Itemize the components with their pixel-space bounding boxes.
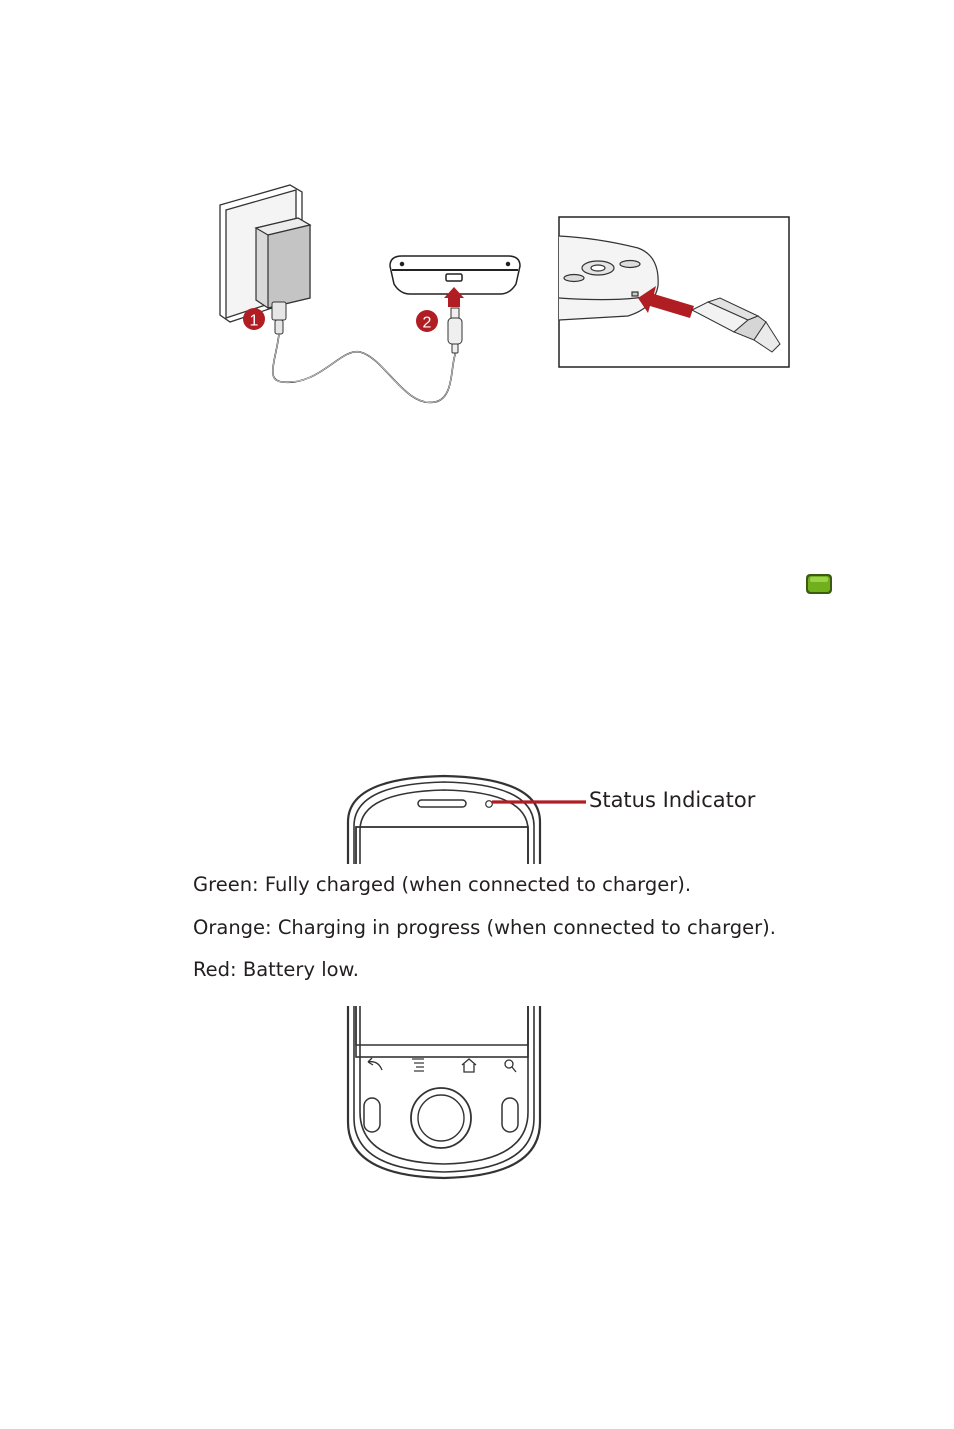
status-indicator-label: Status Indicator <box>589 788 756 812</box>
back-key-icon <box>367 1057 383 1071</box>
battery-full-icon <box>806 574 832 594</box>
legend-red: Red: Battery low. <box>193 958 359 981</box>
search-key-icon <box>504 1059 517 1073</box>
insert-arrow <box>444 287 464 307</box>
svg-text:1: 1 <box>250 313 259 330</box>
insert-direction-arrow <box>638 286 694 318</box>
step-badge-2: 2 <box>416 310 438 332</box>
charger-connection-illustration: 1 2 <box>219 184 521 404</box>
charging-cable <box>271 333 457 404</box>
status-indicator-callout-line <box>492 800 586 804</box>
legend-orange: Orange: Charging in progress (when conne… <box>193 916 776 939</box>
right-side-key <box>501 1097 519 1133</box>
power-adapter <box>254 217 312 309</box>
usb-port-detail-inset <box>558 216 790 368</box>
usb-cable-connector <box>690 297 781 353</box>
step-badge-1: 1 <box>243 308 265 330</box>
phone-front-illustration <box>346 774 542 1180</box>
menu-key-icon <box>412 1058 424 1072</box>
micro-usb-plug <box>447 307 463 354</box>
legend-panel <box>160 864 820 1006</box>
svg-text:2: 2 <box>423 315 432 332</box>
usb-plug <box>271 301 287 335</box>
phone-bottom-view <box>389 255 521 295</box>
status-indicator-led <box>485 800 493 808</box>
legend-green: Green: Fully charged (when connected to … <box>193 873 692 896</box>
left-side-key <box>363 1097 381 1133</box>
home-key-icon <box>461 1058 477 1073</box>
earpiece <box>417 799 467 808</box>
trackball-inner <box>417 1094 465 1142</box>
phone-corner-view <box>558 235 659 321</box>
